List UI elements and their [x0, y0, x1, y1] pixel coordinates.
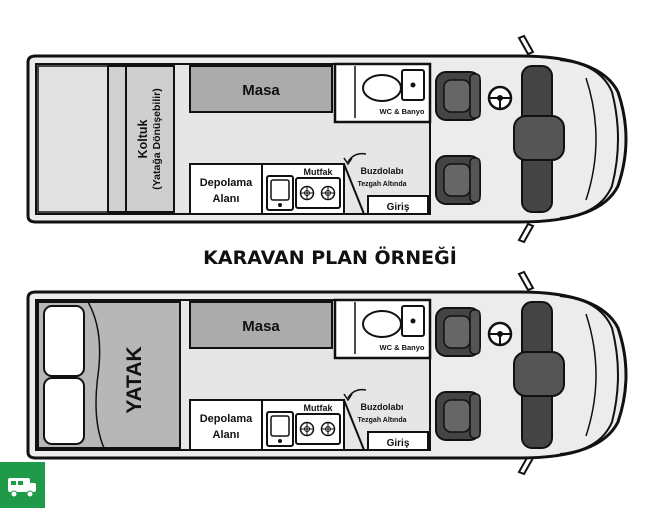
toilet-icon: [362, 74, 402, 102]
stove-icon: [295, 413, 341, 445]
sofa: [125, 65, 175, 213]
plan-2: YATAK Masa WC & Banyo Depolama Alanı Mut…: [26, 270, 628, 476]
diagram-title: KARAVAN PLAN ÖRNEĞİ: [203, 245, 457, 269]
mirror-icon: [517, 34, 535, 56]
sofa-back: [107, 65, 127, 213]
table: [189, 65, 333, 113]
storage-label-2: Alanı: [213, 193, 240, 205]
passenger-seat-icon: [435, 155, 481, 205]
steering-wheel-icon: [487, 85, 513, 111]
entrance-step: [367, 195, 429, 215]
fridge-note: Tezgah Altında: [358, 417, 407, 424]
storage-area: [189, 163, 263, 215]
wc-label: WC & Banyo: [380, 107, 425, 116]
arrow-icon: [347, 388, 367, 399]
mirror-icon: [517, 270, 535, 292]
stove-icon: [295, 177, 341, 209]
fridge-note: Tezgah Altında: [358, 181, 407, 188]
arrow-icon: [347, 152, 367, 163]
kitchen-label: Mutfak: [304, 403, 334, 413]
caravan-icon: [8, 478, 36, 498]
driver-seat-icon: [435, 71, 481, 121]
bed-label: YATAK: [123, 346, 146, 413]
table: [189, 301, 333, 349]
fridge-counter-edge: [343, 399, 365, 451]
fridge-label: Buzdolabı: [361, 402, 404, 412]
storage-area: [189, 399, 263, 451]
table-label: Masa: [242, 318, 280, 335]
storage-label-2: Alanı: [213, 429, 240, 441]
driver-seat-icon: [435, 307, 481, 357]
mirror-icon: [517, 222, 535, 244]
pillow-icon: [43, 305, 85, 377]
storage-label: Depolama: [200, 413, 253, 425]
fridge-counter-edge: [343, 163, 365, 215]
plan-1: Koltuk (Yatağa Dönüşebilir) Masa WC & Ba…: [26, 34, 628, 244]
entrance-label: Giriş: [387, 438, 410, 449]
table-label: Masa: [242, 82, 280, 99]
passenger-seat-icon: [435, 391, 481, 441]
steering-wheel-icon: [487, 321, 513, 347]
storage-label: Depolama: [200, 177, 253, 189]
kitchen-label: Mutfak: [304, 167, 334, 177]
fridge-label: Buzdolabı: [361, 166, 404, 176]
toilet-icon: [362, 310, 402, 338]
entrance-step: [367, 431, 429, 451]
sofa-sublabel: (Yatağa Dönüşebilir): [151, 88, 163, 190]
pillow-icon: [43, 377, 85, 445]
sofa-label: Koltuk: [136, 120, 150, 159]
entrance-label: Giriş: [387, 202, 410, 213]
logo: [0, 462, 45, 508]
rear-area: [37, 65, 109, 213]
wc-label: WC & Banyo: [380, 343, 425, 352]
